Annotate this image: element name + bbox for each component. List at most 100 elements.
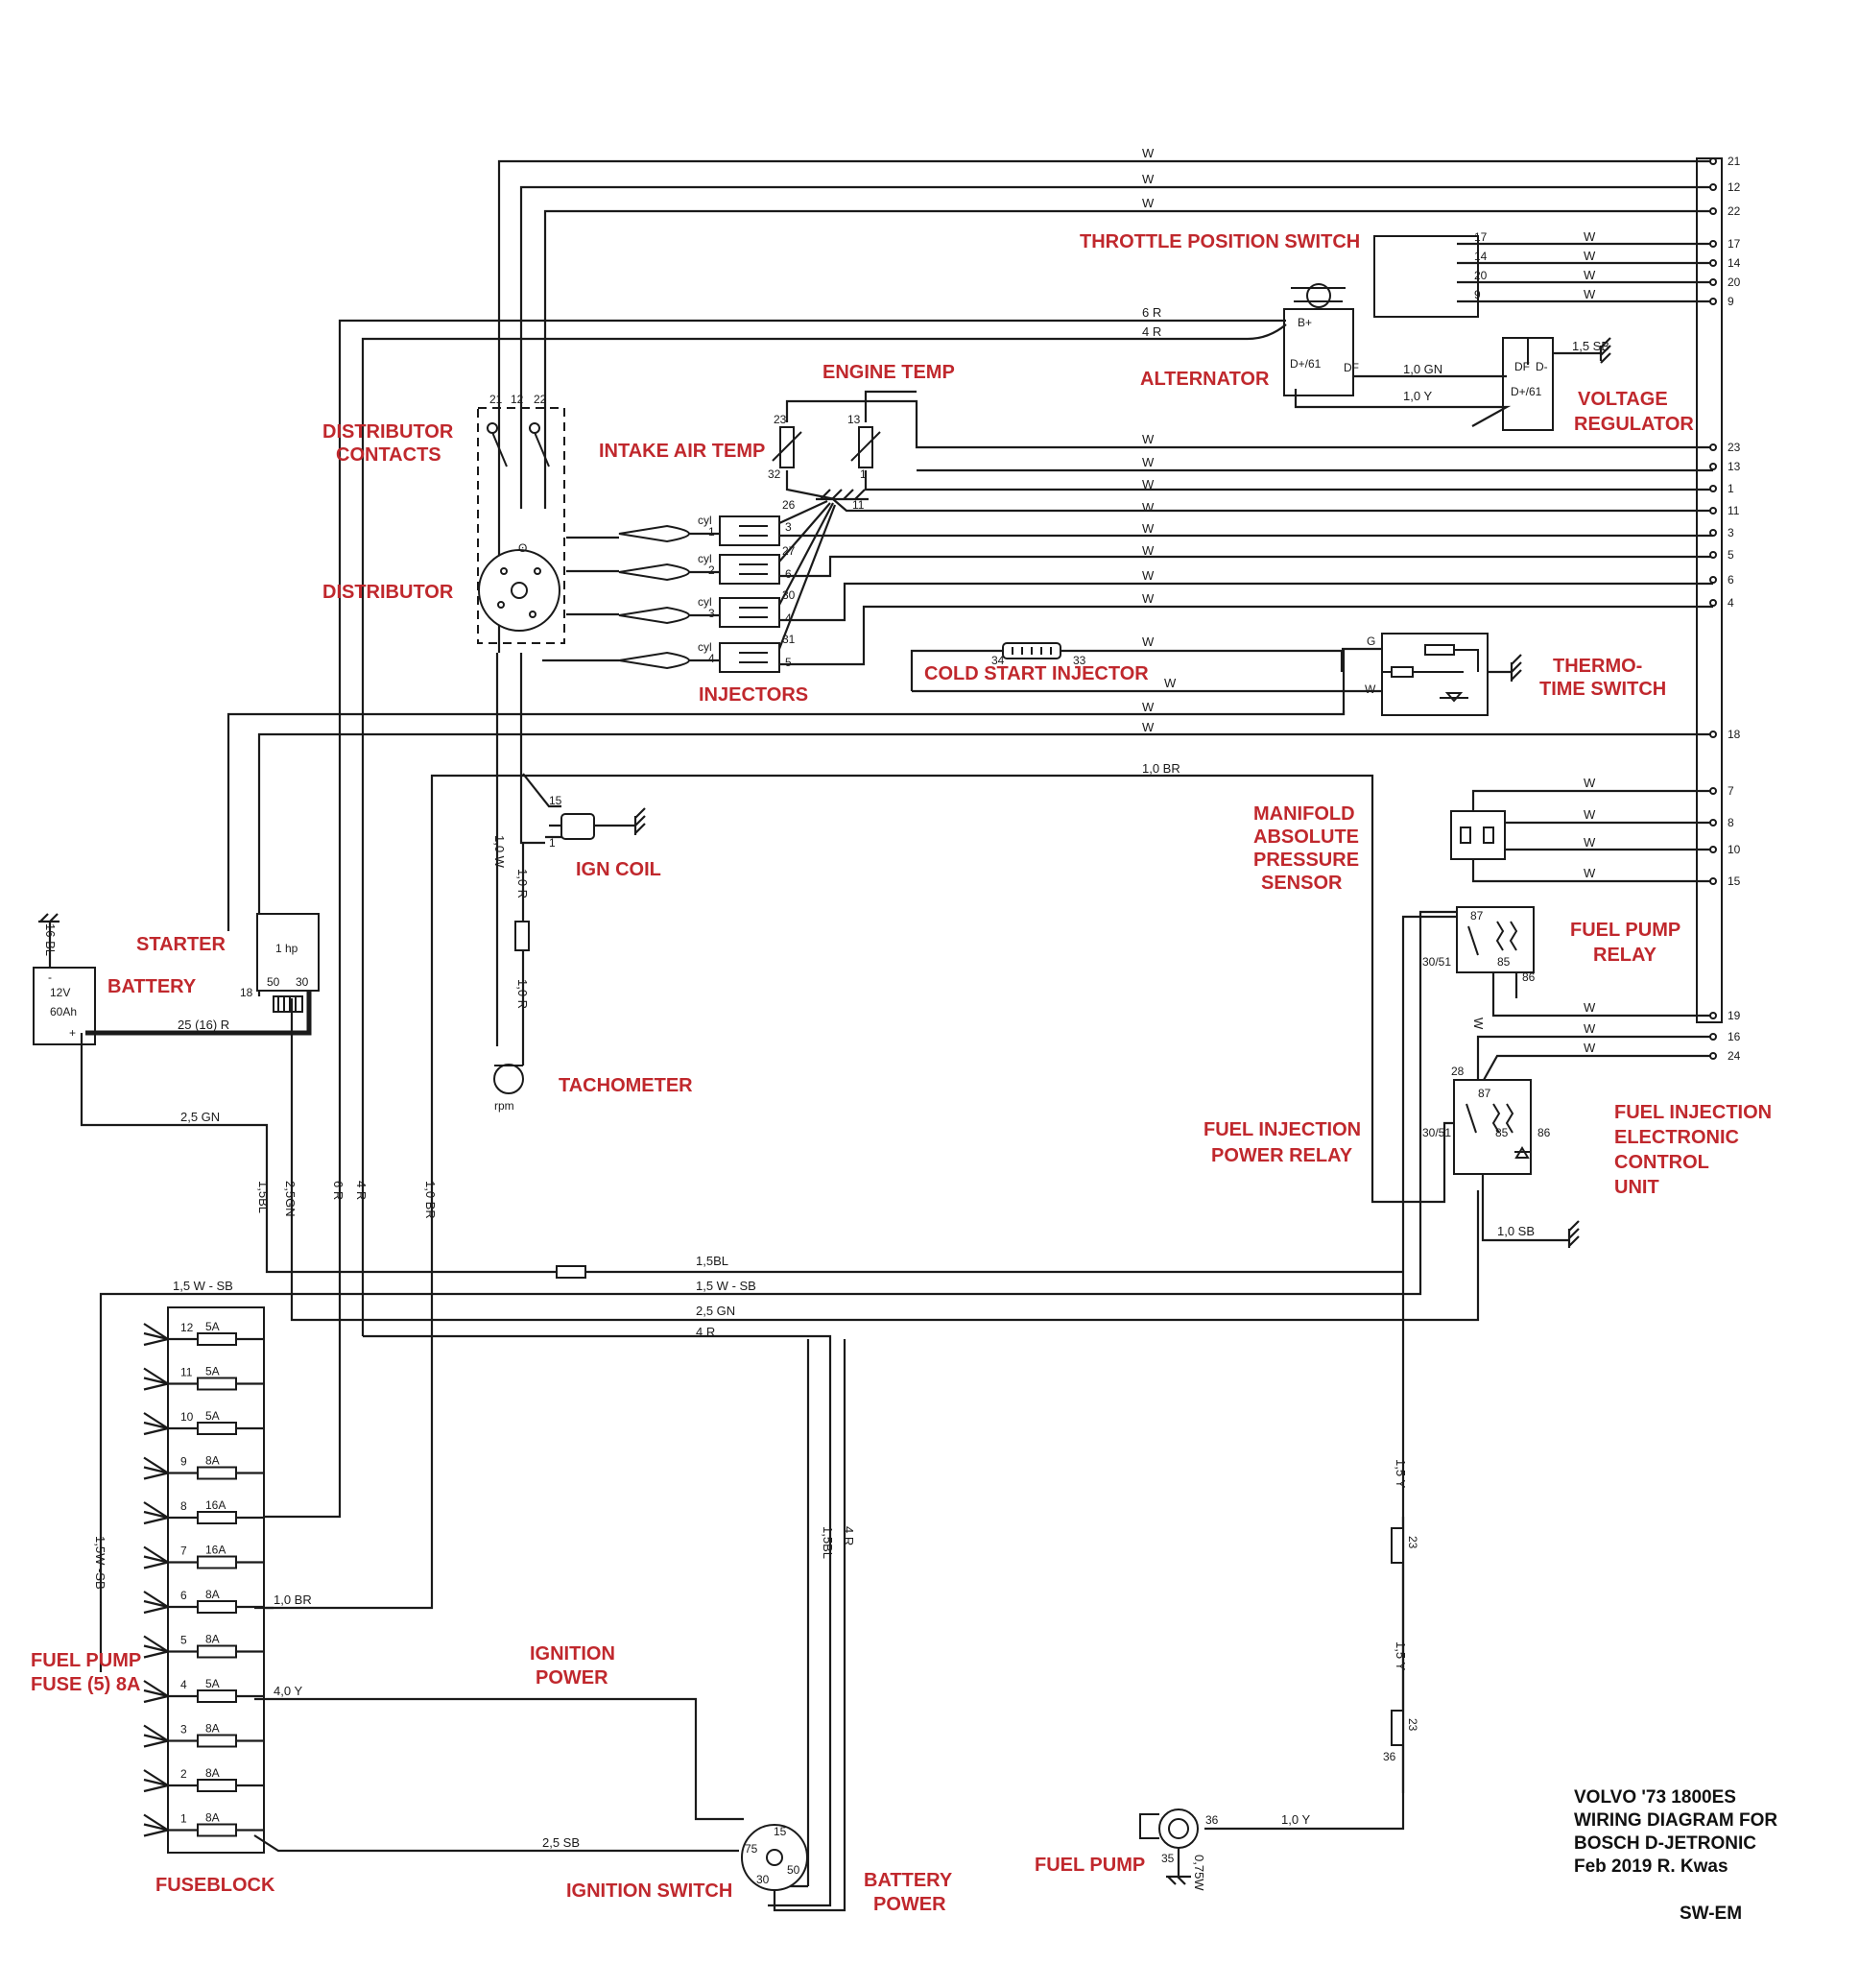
wire-label-w-13: W	[1142, 455, 1155, 469]
ecu-pin-label: 21	[1728, 155, 1741, 168]
tachometer: rpm TACHOMETER	[493, 1064, 693, 1113]
wire-label-4r-h: 4 R	[696, 1325, 715, 1339]
label-thermo-1: THERMO-	[1553, 656, 1642, 677]
inj4-cyl: cyl	[698, 640, 712, 654]
label-fipr-2: POWER RELAY	[1211, 1145, 1353, 1166]
connector-23-a: 23	[1406, 1536, 1419, 1549]
ecu-pin-label: 20	[1728, 275, 1741, 289]
inj2-bot: 6	[785, 567, 792, 581]
air-pin-32: 32	[768, 467, 781, 481]
fuse-number: 12	[180, 1321, 194, 1334]
reg-pin-dplus: D+/61	[1511, 385, 1542, 398]
wire-label-w-1: W	[1142, 477, 1155, 491]
fi-power-relay: 28 87 30/51 85 86 W W 1,0 SB FUEL INJECT…	[1204, 1021, 1772, 1248]
wire-label-w-tps3: W	[1584, 268, 1596, 282]
fuse	[197, 1466, 237, 1480]
fuse-number: 6	[180, 1589, 187, 1602]
battery-ah: 60Ah	[50, 1005, 77, 1018]
ign-pin-15: 15	[774, 1825, 787, 1838]
wire-label-4-0y: 4,0 Y	[274, 1684, 302, 1698]
inj4-bot: 5	[785, 656, 792, 669]
wire-label-6r-v: 6 R	[331, 1181, 346, 1200]
wire-label-2-5sb: 2,5 SB	[542, 1835, 580, 1850]
fuel-pump-relay: 87 30/51 85 86 FUEL PUMP RELAY W W	[1401, 906, 1713, 1793]
label-map-2: ABSOLUTE	[1253, 826, 1359, 848]
ecu-pin-label: 13	[1728, 460, 1741, 473]
fuse-amps: 5A	[205, 1320, 220, 1333]
inj1-bot: 3	[785, 520, 792, 534]
label-ecu-3: CONTROL	[1614, 1152, 1709, 1173]
label-ign-power-2: POWER	[536, 1667, 608, 1689]
ecu-pin-label: 15	[1728, 874, 1741, 888]
fuse-wire	[143, 1813, 264, 1837]
wire-label-2-5gn-h: 2,5 GN	[696, 1304, 735, 1318]
ecu-pin-label: 24	[1728, 1049, 1741, 1063]
fuse-amps: 8A	[205, 1633, 220, 1646]
tps-pin-1: 17	[1474, 230, 1488, 244]
fuse-amps: 8A	[205, 1766, 220, 1780]
battery-plus: +	[69, 1026, 76, 1040]
csi-pin-33: 33	[1073, 654, 1086, 667]
wire-label-w-2: W	[1142, 172, 1155, 186]
fuse-amps: 8A	[205, 1588, 220, 1601]
wire-label-w-19: W	[1584, 1000, 1596, 1015]
r2-pin-87: 87	[1478, 1087, 1491, 1100]
reg-pin-df: DF	[1514, 360, 1530, 373]
ecu-pin-dot	[1709, 157, 1717, 165]
title-line-2: WIRING DIAGRAM FOR	[1574, 1810, 1777, 1831]
label-fuel-pump: FUEL PUMP	[1035, 1855, 1145, 1876]
wire-label-w-11: W	[1142, 500, 1155, 515]
label-cold-start-injector: COLD START INJECTOR	[924, 663, 1149, 684]
starter-50: 50	[267, 975, 280, 989]
label-engine-temp: ENGINE TEMP	[822, 362, 955, 383]
top-wires: W W W	[497, 146, 1713, 653]
ecu-pin-dot	[1709, 1052, 1717, 1060]
fuse-wire	[143, 1323, 264, 1347]
label-alternator: ALTERNATOR	[1140, 369, 1270, 390]
fuse-row: 2 8A	[143, 1766, 264, 1793]
fuse-wire	[143, 1412, 264, 1436]
alt-pin-df: DF	[1344, 361, 1359, 374]
mid-wires: W W	[226, 700, 1713, 996]
label-distributor-contacts-2: CONTACTS	[336, 444, 441, 466]
wire-label-w-16: W	[1584, 1021, 1596, 1036]
fuse-wire	[143, 1545, 264, 1569]
eng-pin-1: 1	[860, 467, 867, 481]
label-starter: STARTER	[136, 934, 226, 955]
ecu-pin-label: 14	[1728, 256, 1741, 270]
coil-pin-15: 15	[549, 794, 562, 807]
inj2-cyl: cyl	[698, 552, 712, 565]
tps-pin-4: 9	[1474, 288, 1481, 301]
wire-label-1-0br-h: 1,0 BR	[274, 1593, 312, 1607]
fuse-number: 2	[180, 1767, 187, 1781]
fuse	[197, 1555, 237, 1569]
map-sensor: W W W W MANIFOLD ABSOLUTE PRESSURE SENSO…	[1253, 776, 1713, 894]
label-fipr-1: FUEL INJECTION	[1204, 1119, 1361, 1140]
air-pin-23: 23	[774, 413, 787, 426]
coil-pin-1: 1	[549, 836, 556, 850]
ecu-pin-label: 6	[1728, 573, 1734, 587]
label-voltage-2: REGULATOR	[1574, 414, 1694, 435]
label-injectors: INJECTORS	[699, 684, 808, 706]
ecu-pin-label: 16	[1728, 1030, 1741, 1043]
label-battery: BATTERY	[107, 976, 197, 997]
injectors: cyl 1 cyl 2 cyl 3 cyl 4 26 3 27 6 30 4 3…	[542, 498, 1713, 706]
label-battery-power-1: BATTERY	[864, 1870, 953, 1891]
r1-pin-85: 85	[1497, 955, 1511, 969]
alternator-feed-wires: 6 R 4 R	[338, 305, 1287, 1336]
ecu-pin-dot	[1709, 298, 1717, 305]
voltage-regulator: 1,5 SB DF D- D+/61 1,0 GN 1,0 Y VOLTAGE …	[1294, 337, 1694, 435]
fuse-amps: 16A	[205, 1544, 226, 1557]
fuse-amps: 16A	[205, 1498, 226, 1512]
wire-label-1-0y: 1,0 Y	[1403, 389, 1432, 403]
throttle-position-switch: 17 14 20 9 W W W W THROTTLE POSITION SWI…	[1080, 229, 1713, 318]
label-map-1: MANIFOLD	[1253, 803, 1355, 825]
label-intake-air-temp: INTAKE AIR TEMP	[599, 441, 765, 462]
wire-label-25-16r: 25 (16) R	[178, 1018, 229, 1032]
ecu-pin-dot	[1709, 877, 1717, 885]
